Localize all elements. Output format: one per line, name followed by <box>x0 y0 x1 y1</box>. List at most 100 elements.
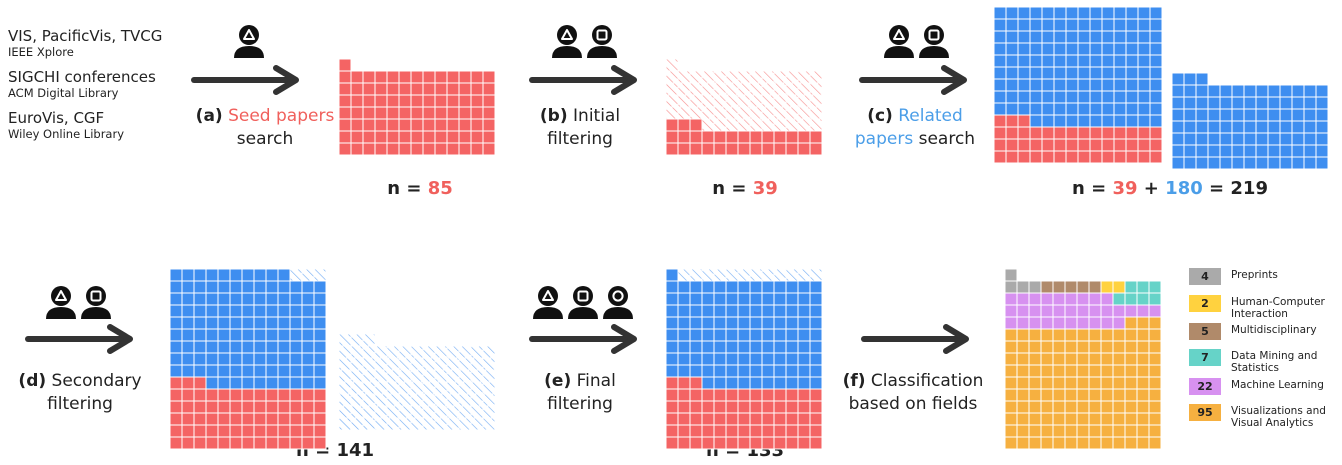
waffle-cell <box>785 118 799 132</box>
waffle-cell <box>725 280 739 294</box>
waffle-cell <box>434 82 448 96</box>
waffle-cell <box>1149 90 1163 104</box>
waffle-cell <box>1137 6 1151 20</box>
source-list: VIS, PacificVis, TVCG IEEE Xplore SIGCHI… <box>8 27 162 141</box>
waffle-cell <box>350 118 364 132</box>
waffle-cell <box>1149 138 1163 152</box>
waffle-cell <box>737 400 751 414</box>
waffle-cell <box>398 142 412 156</box>
waffle-cell <box>289 280 303 294</box>
waffle-cell <box>1053 138 1067 152</box>
waffle-cell <box>422 70 436 84</box>
waffle-cell <box>1029 78 1043 92</box>
waffle-cell <box>458 94 472 108</box>
waffle-cell <box>1052 436 1066 450</box>
waffle-cell <box>1171 84 1185 98</box>
waffle-cell <box>1064 340 1078 354</box>
waffle-cell <box>289 340 303 354</box>
waffle-cell <box>677 82 691 96</box>
waffle-cell <box>689 82 703 96</box>
waffle-cell <box>1076 352 1090 366</box>
legend-swatch-machine-learning: 22 <box>1189 378 1221 395</box>
waffle-cell <box>1028 412 1042 426</box>
waffle-cell <box>761 340 775 354</box>
waffle-cell <box>1040 328 1054 342</box>
waffle-cell <box>1076 376 1090 390</box>
waffle-cell <box>665 268 679 282</box>
waffle-cell <box>677 118 691 132</box>
waffle-cell <box>338 82 352 96</box>
waffle-cell <box>338 333 352 347</box>
waffle-cell <box>265 412 279 426</box>
waffle-cell <box>470 345 484 359</box>
waffle-cell <box>725 328 739 342</box>
waffle-cell <box>386 70 400 84</box>
waffle-cell <box>993 150 1007 164</box>
waffle-cell <box>725 364 739 378</box>
count-c-total: 219 <box>1230 178 1268 199</box>
waffle-cell <box>241 340 255 354</box>
waffle-cell <box>785 364 799 378</box>
waffle-cell <box>1148 304 1162 318</box>
waffle-cell <box>1171 132 1185 146</box>
waffle-cell <box>265 280 279 294</box>
waffle-cell <box>737 424 751 438</box>
waffle-cell <box>1089 6 1103 20</box>
waffle-cell <box>1231 156 1245 170</box>
waffle-cell <box>410 357 424 371</box>
waffle-cell <box>1041 6 1055 20</box>
waffle-cell <box>1076 292 1090 306</box>
waffle-cell <box>773 82 787 96</box>
waffle-cell <box>1052 352 1066 366</box>
waffle-cell <box>434 393 448 407</box>
waffle-cell <box>1100 316 1114 330</box>
waffle-cell <box>181 352 195 366</box>
waffle-cell <box>1137 150 1151 164</box>
waffle-cell <box>1148 400 1162 414</box>
waffle-cell <box>362 381 376 395</box>
waffle-cell <box>253 364 267 378</box>
waffle-cell <box>386 393 400 407</box>
waffle-cell <box>1016 424 1030 438</box>
waffle-cell <box>338 58 352 72</box>
step-f-label: (f) Classification based on fields <box>828 370 998 416</box>
waffle-cell <box>301 280 315 294</box>
waffle-cell <box>677 412 691 426</box>
waffle-cell <box>398 118 412 132</box>
waffle-cell <box>1064 316 1078 330</box>
waffle-cell <box>761 142 775 156</box>
waffle-cell <box>193 376 207 390</box>
waffle-cell <box>410 381 424 395</box>
waffle-cell <box>1076 328 1090 342</box>
waffle-cell <box>398 369 412 383</box>
waffle-cell <box>410 393 424 407</box>
waffle-cell <box>1195 120 1209 134</box>
waffle-cell <box>797 130 811 144</box>
waffle-cell <box>761 106 775 120</box>
waffle-cell <box>1291 120 1305 134</box>
waffle-cell <box>446 142 460 156</box>
waffle-cell <box>773 118 787 132</box>
waffle-cell <box>1183 144 1197 158</box>
waffle-cell <box>458 345 472 359</box>
waffle-cell <box>1303 96 1317 110</box>
waffle-cell <box>1065 18 1079 32</box>
waffle-cell <box>277 364 291 378</box>
waffle-cell <box>1279 108 1293 122</box>
waffle-cell <box>265 316 279 330</box>
waffle-cell <box>665 94 679 108</box>
waffle-cell <box>398 417 412 431</box>
waffle-cell <box>1004 412 1018 426</box>
waffle-cell <box>1088 388 1102 402</box>
waffle-cell <box>1005 18 1019 32</box>
waffle-cell <box>665 130 679 144</box>
waffle-cell <box>677 268 691 282</box>
waffle-cell <box>446 417 460 431</box>
waffle-cell <box>301 352 315 366</box>
waffle-cell <box>993 126 1007 140</box>
waffle-cell <box>665 280 679 294</box>
waffle-cell <box>265 328 279 342</box>
waffle-cell <box>277 328 291 342</box>
waffle-cell <box>410 94 424 108</box>
waffle-cell <box>725 130 739 144</box>
